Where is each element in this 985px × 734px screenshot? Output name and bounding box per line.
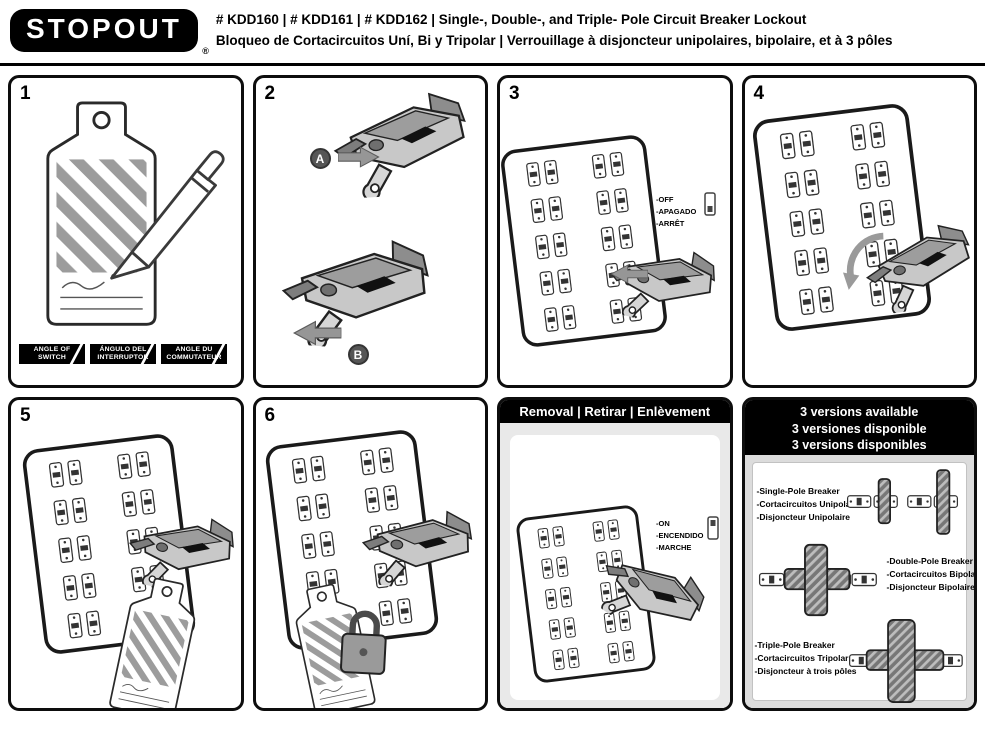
padlock-icon: [333, 597, 393, 686]
step-number-3: 3: [509, 83, 520, 104]
versions-panel: 3 versions available 3 versiones disponi…: [741, 397, 977, 711]
step-number-4: 4: [753, 83, 765, 104]
stopout-logo: STOPOUT: [10, 9, 198, 52]
angle-chip-en: ANGLE OF SWITCH: [19, 344, 85, 364]
step-panel-2: 2 A B: [252, 75, 488, 388]
version-illustration-triple: [848, 619, 963, 703]
brand-logo-wrap: STOPOUT ®: [10, 9, 209, 56]
toggle-switch-on-icon: [707, 516, 719, 540]
step-panel-6: 6: [252, 397, 488, 711]
versions-body: -Single-Pole Breaker -Cortacircuitos Uni…: [744, 455, 977, 708]
step-panel-4: 4: [741, 75, 977, 388]
instruction-grid: 1 ANGLE OF SWITCH ÁNGULO DEL INTERRUPTOR…: [0, 66, 985, 719]
step-panel-3: 3 -OFF -APAGADO -ARRÊT: [497, 75, 733, 388]
push-arrow-icon: [610, 262, 648, 286]
rotate-arrow-icon: [842, 232, 884, 290]
versions-header: 3 versions available 3 versiones disponi…: [744, 400, 974, 455]
version-label-single: -Single-Pole Breaker -Cortacircuitos Uni…: [756, 486, 854, 522]
step-panel-5: 5: [8, 397, 244, 711]
step-panel-1: 1 ANGLE OF SWITCH ÁNGULO DEL INTERRUPTOR…: [8, 75, 244, 388]
removal-panel: Removal | Retirar | Enlèvement -ON -ENCE…: [497, 397, 733, 711]
step-number-2: 2: [264, 83, 276, 104]
header-title-line1: # KDD160 | # KDD161 | # KDD162 | Single-…: [215, 11, 807, 27]
step-number-5: 5: [20, 405, 31, 426]
switch-state-labels: -OFF -APAGADO -ARRÊT: [656, 195, 697, 228]
angle-labels: ANGLE OF SWITCH ÁNGULO DEL INTERRUPTOR A…: [19, 344, 227, 364]
badge-b: B: [347, 344, 369, 365]
step-number-6: 6: [264, 405, 276, 426]
removal-title: Removal | Retirar | Enlèvement: [500, 400, 730, 423]
step-number-1: 1: [20, 83, 31, 104]
header-titles: # KDD160 | # KDD161 | # KDD162 | Single-…: [216, 10, 893, 52]
version-label-double: -Double-Pole Breaker -Cortacircuitos Bip…: [886, 556, 977, 592]
angle-chip-es: ÁNGULO DEL INTERRUPTOR: [90, 344, 156, 364]
insert-arrow-b-icon: [292, 320, 342, 346]
angle-chip-fr: ANGLE DU COMMUTATEUR: [161, 344, 227, 364]
toggle-switch-off-icon: [704, 192, 716, 216]
lockout-device-top-view: [323, 82, 481, 202]
lockout-device-illustration: [350, 492, 486, 600]
header-title-line2: Bloqueo de Cortacircuitos Uní, Bi y Trip…: [215, 32, 893, 48]
version-illustration-double: [758, 543, 877, 617]
switch-state-labels: -ON -ENCENDIDO -MARCHE: [656, 519, 704, 552]
pen-icon: [110, 150, 225, 280]
badge-a: A: [309, 148, 331, 169]
version-label-triple: -Triple-Pole Breaker -Cortacircuitos Tri…: [754, 640, 857, 676]
registered-trademark: ®: [202, 46, 209, 56]
version-illustration-single: [846, 469, 958, 535]
insert-arrow-a-icon: [338, 144, 380, 170]
page-header: STOPOUT ® # KDD160 | # KDD161 | # KDD162…: [0, 0, 985, 66]
